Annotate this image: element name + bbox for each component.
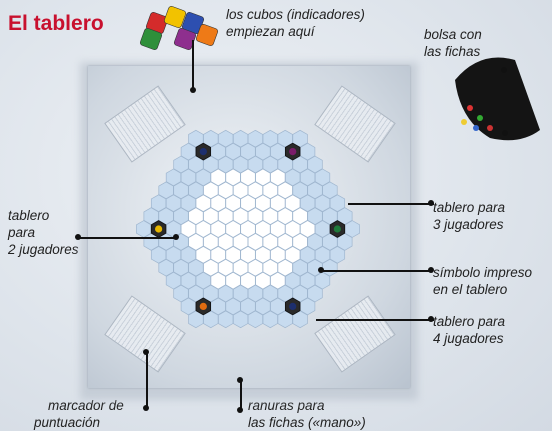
leader-cubes (192, 40, 194, 90)
leader-symbol (322, 270, 432, 272)
leader-slots-dot-b (237, 407, 243, 413)
leader-scoreboard-dot-b (143, 405, 149, 411)
symbol-color-icon (289, 147, 297, 156)
leader-three-players (348, 203, 434, 205)
page-title: El tablero (8, 12, 104, 35)
hex-cell-outer (307, 284, 323, 303)
cubes-label: los cubos (indicadores)empiezan aquí (226, 7, 365, 39)
leader-two-players-dot-a (75, 234, 81, 240)
bag-tile-icon (487, 125, 493, 131)
leader-cubes-dot (190, 87, 196, 93)
bag-tile-icon (473, 125, 479, 131)
colored-cube-icon (164, 6, 186, 28)
leader-three-players-dot (428, 200, 434, 206)
bag-tile-icon (467, 105, 473, 111)
bag-tile-icon (461, 119, 467, 125)
leader-two-players (80, 237, 176, 239)
symbol-color-icon (333, 225, 341, 233)
hex-cell-outer (322, 258, 338, 277)
symbol-color-icon (199, 147, 207, 156)
leader-scoreboard (146, 352, 148, 408)
leader-symbol-dot-b (428, 267, 434, 273)
leader-two-players-dot-b (173, 234, 179, 240)
colored-cube-icon (196, 24, 218, 46)
symbol-color-icon (289, 302, 297, 311)
bag-tile-icon (477, 115, 483, 121)
bag-pointer-dot (502, 130, 508, 136)
tile-bag-icon (455, 57, 540, 141)
hex-cell-outer (307, 155, 323, 174)
leader-symbol-dot-a (318, 267, 324, 273)
leader-four-players (316, 319, 434, 321)
leader-scoreboard-dot-a (143, 349, 149, 355)
leader-slots (240, 380, 242, 410)
leader-four-players-dot (428, 316, 434, 322)
bag-pointer-dot (501, 67, 507, 73)
colored-cube-icon (140, 28, 162, 50)
symbol-color-icon (155, 225, 163, 233)
leader-slots-dot-a (237, 377, 243, 383)
hex-cell-outer (322, 181, 338, 200)
symbol-color-icon (199, 302, 207, 311)
